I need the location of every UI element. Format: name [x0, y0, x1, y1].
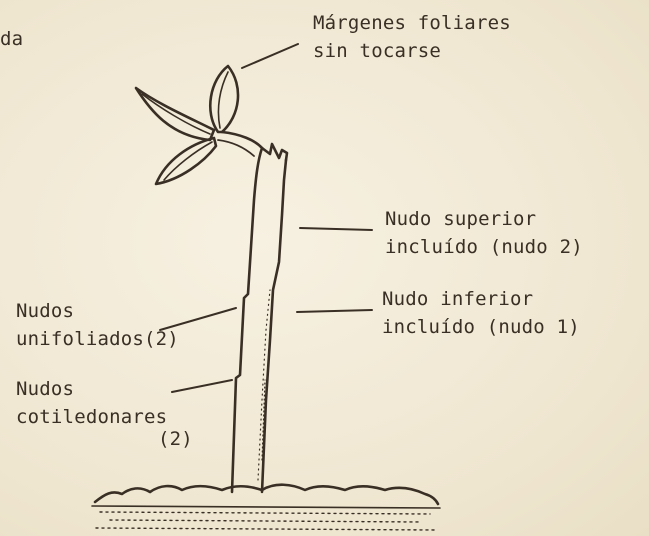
label-lower-node-line1: Nudo inferior — [382, 288, 534, 310]
leader-unifoliate — [159, 307, 237, 331]
stem — [230, 142, 289, 494]
leader-upper-node — [299, 227, 373, 231]
trifoliate-leaves — [134, 64, 240, 186]
edge-text-fragment: da — [0, 28, 24, 50]
leader-leaf-margins — [241, 43, 299, 69]
leader-cotyledon — [171, 379, 233, 393]
label-leaf-margins-line1: Márgenes foliares — [313, 12, 511, 34]
label-unifoliate-line2: unifoliados(2) — [16, 328, 179, 350]
leader-lower-node — [296, 309, 373, 313]
leaf-petiole — [220, 130, 264, 150]
soil — [91, 483, 441, 531]
leader-lines — [159, 43, 373, 393]
label-unifoliate-line1: Nudos — [16, 300, 75, 322]
label-lower-node-line2: incluído (nudo 1) — [382, 316, 580, 338]
label-cotyledon-line1: Nudos — [16, 378, 75, 400]
label-leaf-margins-line2: sin tocarse — [313, 40, 442, 62]
label-cotyledon-line3: (2) — [158, 428, 193, 450]
label-cotyledon-line2: cotiledonares — [16, 406, 168, 428]
label-upper-node-line1: Nudo superior — [385, 208, 537, 230]
label-upper-node-line2: incluído (nudo 2) — [385, 236, 583, 258]
